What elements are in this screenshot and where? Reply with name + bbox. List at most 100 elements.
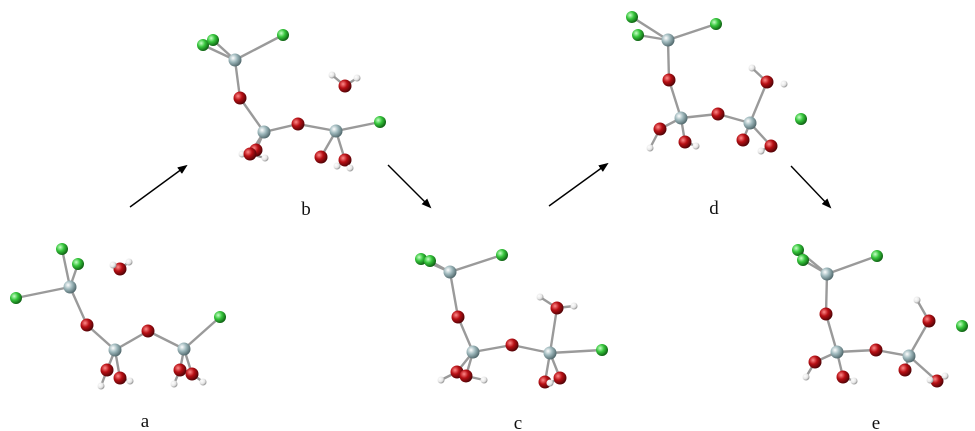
atom-o	[113, 262, 127, 276]
atom-h	[170, 380, 178, 388]
atom-h	[913, 296, 921, 304]
bond	[14, 285, 72, 300]
atom-h	[353, 74, 361, 82]
bond	[666, 22, 718, 42]
bond	[233, 33, 285, 62]
bond	[471, 343, 514, 354]
atom-si	[63, 280, 77, 294]
atom-o	[922, 314, 936, 328]
reaction-arrow-c-to-d	[548, 162, 609, 207]
atom-o	[233, 91, 247, 105]
atom-h	[333, 162, 341, 170]
atom-h	[748, 64, 756, 72]
bond	[238, 96, 266, 134]
atom-cl	[424, 255, 436, 267]
structure-d-bonds	[630, 15, 773, 153]
bond	[448, 270, 460, 319]
atom-si	[108, 343, 122, 357]
bond	[448, 253, 504, 274]
atom-cl	[415, 253, 427, 265]
structure-c-atoms	[415, 249, 608, 389]
atom-o	[653, 122, 667, 136]
atom-si	[466, 345, 480, 359]
atom-h	[109, 261, 117, 269]
atom-h	[850, 377, 858, 385]
atoms	[10, 11, 968, 390]
structure-e-atoms	[792, 244, 968, 388]
atom-o	[662, 73, 676, 87]
atom-o	[451, 310, 465, 324]
atom-si	[820, 267, 834, 281]
atom-o	[678, 135, 692, 149]
atom-o	[291, 117, 305, 131]
atom-cl	[277, 29, 289, 41]
atom-cl	[596, 344, 608, 356]
atom-h	[97, 382, 105, 390]
atom-o	[80, 318, 94, 332]
reaction-arrow-d-to-e	[790, 165, 832, 209]
atom-cl	[10, 292, 22, 304]
bond	[667, 78, 683, 120]
atom-h	[546, 379, 554, 387]
atom-o	[550, 301, 564, 315]
atom-h	[646, 144, 654, 152]
atom-o	[760, 75, 774, 89]
atom-cl	[56, 243, 68, 255]
panel-label-b: b	[301, 199, 311, 220]
bond	[824, 272, 829, 316]
structure-a-atoms	[10, 243, 226, 390]
atom-si	[177, 342, 191, 356]
atom-o	[185, 367, 199, 381]
bond	[548, 348, 604, 355]
atom-o	[553, 371, 567, 385]
atom-si	[902, 349, 916, 363]
atom-h	[437, 376, 445, 384]
atom-o	[898, 363, 912, 377]
panel-label-a: a	[140, 411, 150, 431]
atom-cl	[710, 18, 722, 30]
atom-o	[505, 338, 519, 352]
bond	[907, 319, 931, 358]
atom-h	[941, 372, 949, 380]
atom-h	[536, 293, 544, 301]
atom-o	[141, 324, 155, 338]
bond	[146, 329, 186, 351]
atom-h	[570, 302, 578, 310]
atom-h	[125, 258, 133, 266]
panel-label-e: e	[871, 413, 881, 431]
atom-o	[869, 343, 883, 357]
atom-o	[338, 153, 352, 167]
atom-si	[661, 33, 675, 47]
atom-h	[692, 142, 700, 150]
atom-o	[764, 139, 778, 153]
atom-si	[743, 116, 757, 130]
reaction-arrow-a-to-b	[129, 164, 188, 208]
structure-b-bonds	[201, 33, 382, 170]
atom-si	[543, 346, 557, 360]
panel-label-c: c	[513, 413, 523, 431]
atom-o	[736, 133, 750, 147]
atom-cl	[374, 116, 386, 128]
atom-cl	[214, 311, 226, 323]
atom-si	[443, 265, 457, 279]
atom-h	[802, 373, 810, 381]
atom-h	[328, 71, 336, 79]
atom-h	[757, 147, 765, 155]
atom-si	[830, 345, 844, 359]
atom-h	[780, 80, 788, 88]
atom-cl	[795, 113, 807, 125]
atom-cl	[207, 34, 219, 46]
atom-cl	[956, 320, 968, 332]
panel-label-d: d	[709, 198, 719, 219]
atom-o	[173, 363, 187, 377]
atom-o	[100, 363, 114, 377]
atom-o	[459, 369, 473, 383]
atom-o	[819, 307, 833, 321]
atom-o	[314, 150, 328, 164]
structure-b-atoms	[197, 29, 386, 172]
atom-cl	[632, 29, 644, 41]
bond	[666, 38, 671, 82]
atom-cl	[797, 254, 809, 266]
atom-h	[926, 376, 934, 384]
